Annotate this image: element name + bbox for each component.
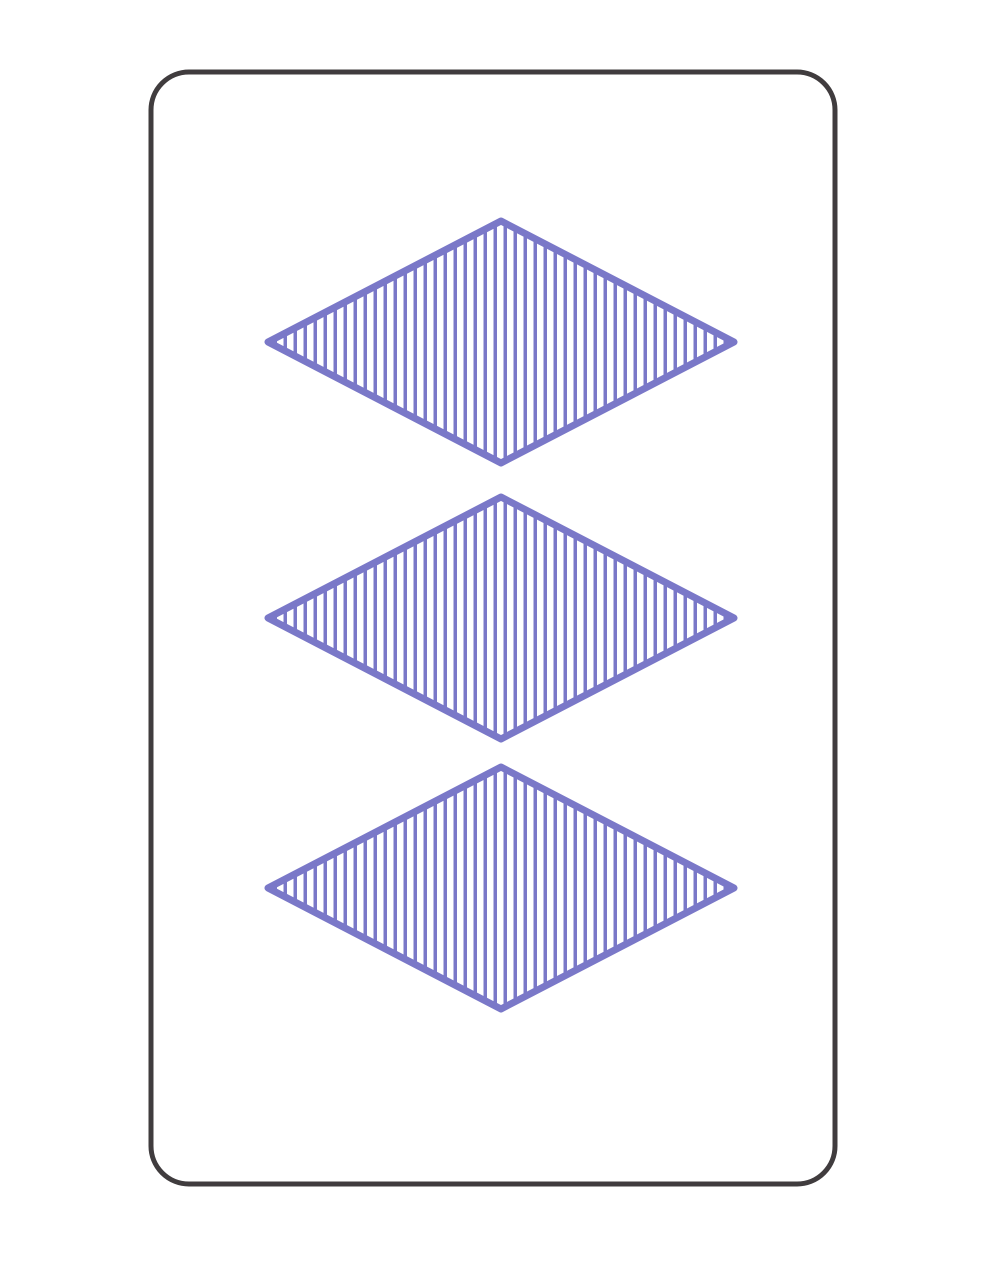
diamond-symbol (264, 493, 738, 743)
card-symbols (264, 217, 738, 1013)
diamond-symbol (264, 217, 738, 467)
diamond-symbol (264, 763, 738, 1013)
